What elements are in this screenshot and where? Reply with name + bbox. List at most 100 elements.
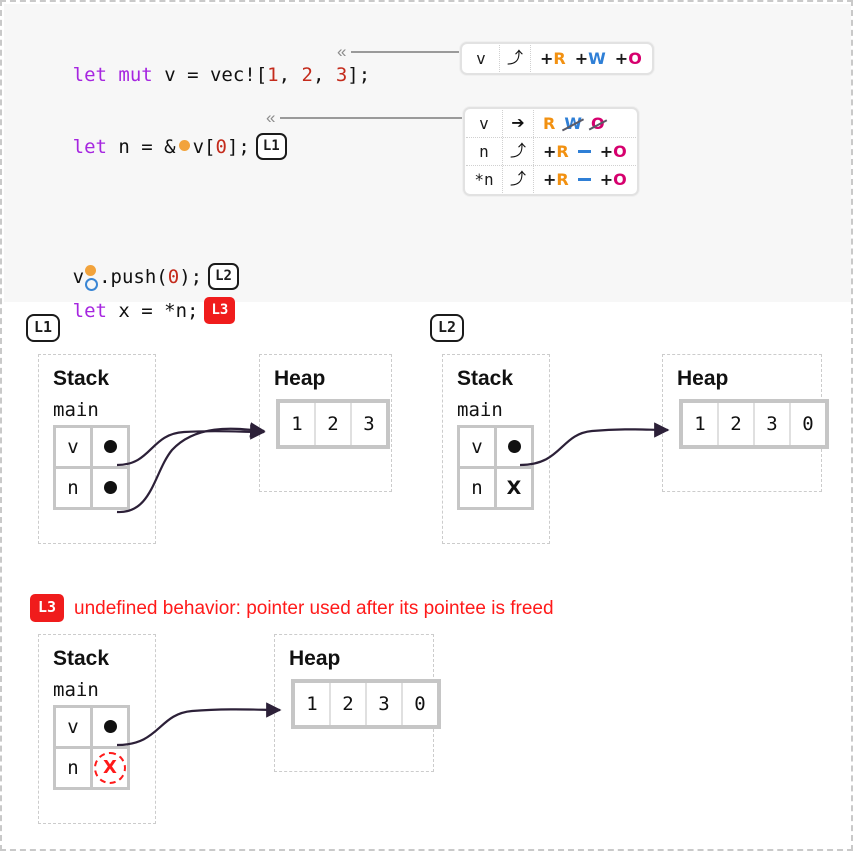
stack-title: Stack <box>53 647 110 670</box>
connector-line-1: « <box>337 42 469 62</box>
l1-heap-array: 1 2 3 <box>276 399 390 449</box>
heap-title: Heap <box>677 367 729 390</box>
heap-cell: 2 <box>717 403 753 445</box>
heap-title: Heap <box>289 647 341 670</box>
stack-title: Stack <box>457 367 514 390</box>
table-row: n X <box>457 466 534 510</box>
l3-stack-frame: v n X <box>53 705 130 790</box>
l2-stack-frame: v n X <box>457 425 534 510</box>
permission-write-absent <box>577 138 591 165</box>
heap-cell: 2 <box>329 683 365 725</box>
frame-name: main <box>457 399 503 421</box>
permission-markers-icon <box>85 265 99 291</box>
table-row: v <box>53 425 130 469</box>
read-permission-dot-icon <box>85 265 97 276</box>
heap-cell: 1 <box>291 413 303 435</box>
connector-chevron-icon: « <box>337 42 347 61</box>
heap-cell: 1 <box>306 693 318 715</box>
permission-own: +O <box>614 49 642 68</box>
keyword-let: let <box>72 300 107 322</box>
l1-stack-zone: Stack main v n <box>38 354 156 544</box>
l2-heap-zone: Heap 1 2 3 0 <box>662 354 829 492</box>
keyword-mut: mut <box>118 64 153 86</box>
l1-stack-frame: v n <box>53 425 130 510</box>
permission-path: n <box>466 138 503 165</box>
var-value-pointer <box>90 425 130 469</box>
l2-heap-array: 1 2 3 0 <box>679 399 829 449</box>
table-row: v <box>457 425 534 469</box>
l3-heap-zone: Heap 1 2 3 0 <box>274 634 441 772</box>
step-badge-l1[interactable]: L1 <box>26 314 61 342</box>
permission-read: +R <box>543 142 569 161</box>
badge-l1[interactable]: L1 <box>255 133 287 160</box>
gain-arrow-icon: ⤴ <box>503 138 534 165</box>
l3-heap-array: 1 2 3 0 <box>291 679 441 729</box>
permission-read: R <box>543 114 556 133</box>
connector-line-2: « <box>266 108 476 128</box>
permission-read: +R <box>540 49 566 68</box>
permission-table-line1: v ⤴ +R +W +O <box>460 42 654 75</box>
badge-l2[interactable]: L2 <box>208 263 239 290</box>
pointer-dot-icon <box>103 720 117 733</box>
step-badge-l2[interactable]: L2 <box>430 314 465 342</box>
dead-x-icon: X <box>506 477 522 499</box>
permission-own-revoked: O <box>591 110 605 137</box>
code-line-4: let x = *n;L3 <box>4 254 236 368</box>
literal-0: 0 <box>215 136 227 158</box>
step-badge-l3[interactable]: L3 <box>30 594 65 622</box>
l3-stack-zone: Stack main v n X <box>38 634 156 824</box>
permission-write: +W <box>574 49 606 68</box>
frame-name: main <box>53 679 99 701</box>
badge-l3[interactable]: L3 <box>204 297 236 324</box>
permission-row: n ⤴ +R +O <box>466 137 636 165</box>
var-value-dangling: X <box>90 746 130 790</box>
keyword-let: let <box>72 64 107 86</box>
heap-cell: 2 <box>314 403 350 445</box>
literal-3: 3 <box>335 64 348 86</box>
l1-heap-zone: Heap 1 2 3 <box>259 354 392 492</box>
error-message: undefined behavior: pointer used after i… <box>74 598 554 619</box>
heap-cell: 3 <box>365 683 401 725</box>
permission-read: +R <box>543 170 569 189</box>
read-permission-dot-icon <box>178 140 190 151</box>
stack-title: Stack <box>53 367 110 390</box>
heap-title: Heap <box>274 367 326 390</box>
heap-cell: 3 <box>350 403 386 445</box>
heap-cell: 0 <box>401 683 437 725</box>
var-value-dead: X <box>494 466 534 510</box>
permission-write-absent <box>577 166 591 193</box>
permission-path: v <box>466 110 503 137</box>
code-region: let mut v = vec![1, 2, 3]; let n = &v[0]… <box>4 4 851 324</box>
var-name: v <box>53 705 93 749</box>
var-value-pointer <box>90 705 130 749</box>
heap-cell: 1 <box>694 413 706 435</box>
table-row: n <box>53 466 130 510</box>
dangling-pointer-x-icon: X <box>94 752 126 784</box>
gain-arrow-icon: ⤴ <box>500 45 531 72</box>
var-name: v <box>53 425 93 469</box>
var-value-pointer <box>90 466 130 510</box>
code-line-2: let n = &v[0];L1 <box>4 90 287 204</box>
heap-cell: 3 <box>753 403 789 445</box>
table-row: n X <box>53 746 130 790</box>
l2-stack-zone: Stack main v n X <box>442 354 550 544</box>
permission-table-line2: v ➔ R W O n ⤴ +R +O *n ⤴ <box>463 107 639 196</box>
var-name: n <box>457 466 497 510</box>
code-line-3: v.push(0);L2 <box>4 220 239 334</box>
keyword-let: let <box>72 136 107 158</box>
literal-0: 0 <box>167 266 180 288</box>
var-name: n <box>53 746 93 790</box>
permission-row: v ➔ R W O <box>466 110 636 137</box>
literal-2: 2 <box>301 64 313 86</box>
var-name: n <box>53 466 93 510</box>
var-value-pointer <box>494 425 534 469</box>
write-permission-ring-icon <box>85 278 99 291</box>
frame-name: main <box>53 399 99 421</box>
permission-write-revoked: W <box>564 110 582 137</box>
heap-cell: 0 <box>789 403 825 445</box>
permission-path: *n <box>466 166 503 193</box>
literal-1: 1 <box>267 64 279 86</box>
permission-own: +O <box>599 170 627 189</box>
gain-arrow-icon: ⤴ <box>503 166 534 193</box>
